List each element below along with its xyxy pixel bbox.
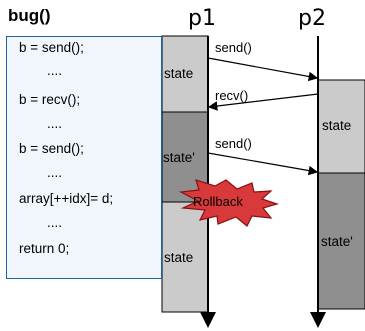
code-line-5: b = send(); <box>19 141 84 156</box>
code-line-9: return 0; <box>19 241 70 256</box>
code-line-3: b = recv(); <box>19 92 81 107</box>
rollback-burst <box>178 179 280 227</box>
code-line-2: .... <box>47 63 63 78</box>
function-title: bug() <box>8 6 51 25</box>
code-line-8: .... <box>47 215 63 230</box>
rollback-label: Rollback <box>193 194 243 209</box>
message-label-recv: recv() <box>215 88 249 103</box>
process-label-p2: p2 <box>298 6 326 31</box>
code-line-4: .... <box>47 116 63 131</box>
p1-state-label-2: state' <box>163 150 195 165</box>
code-line-1: b = send(); <box>19 40 84 55</box>
code-line-7: array[++idx]= d; <box>19 191 114 206</box>
message-arrow-send-2 <box>207 152 319 176</box>
message-arrow-send-1 <box>207 57 319 82</box>
p2-state-label-1: state <box>322 118 352 133</box>
p1-state-block-1 <box>161 35 209 113</box>
message-label-send-1: send() <box>215 40 252 55</box>
p2-state-block-1 <box>317 79 365 174</box>
p2-state-label-2: state' <box>321 234 353 249</box>
p1-state-label-1: state <box>164 66 194 81</box>
message-arrow-recv <box>207 93 319 111</box>
code-panel: b = send(); .... b = recv(); .... b = se… <box>6 36 162 279</box>
p1-state-label-3: state <box>164 250 194 265</box>
process-label-p1: p1 <box>188 6 216 31</box>
p2-state-block-2 <box>317 172 365 310</box>
message-label-send-2: send() <box>215 136 252 151</box>
code-line-6: .... <box>47 165 63 180</box>
